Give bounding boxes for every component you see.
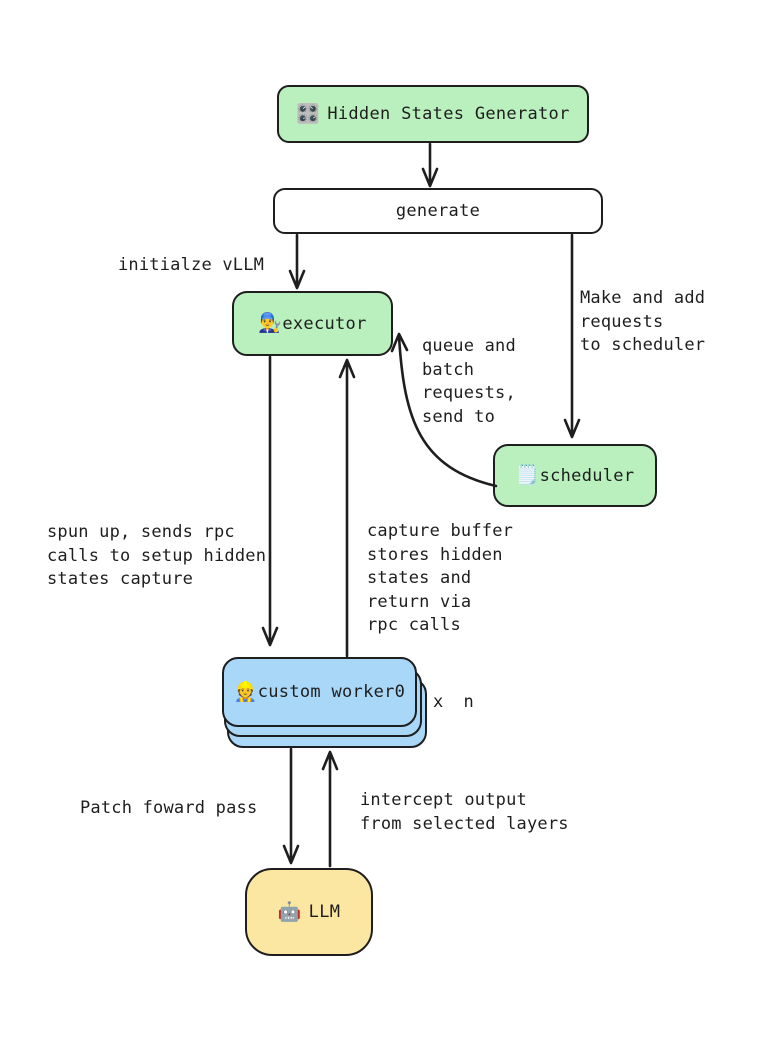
node-executor: 👨‍🔧 executor	[232, 291, 393, 356]
arrow-generate-to-scheduler	[563, 233, 581, 439]
annotation-worker-multiplier: x n	[433, 692, 479, 712]
annotation-spun-up-rpc: spun up, sends rpc calls to setup hidden…	[47, 522, 267, 589]
annotation-patch-forward-pass: Patch foward pass	[80, 798, 258, 818]
annotation-initialize-vllm: initialze vLLM	[118, 255, 265, 275]
node-label: Hidden States Generator	[327, 104, 570, 124]
arrow-llm-to-worker	[321, 750, 339, 868]
node-label: custom worker0	[257, 682, 406, 702]
arrow-scheduler-to-executor	[390, 332, 498, 488]
arrow-executor-to-worker	[261, 355, 279, 647]
node-scheduler: 🗒️ scheduler	[493, 444, 657, 507]
node-label: scheduler	[539, 465, 635, 486]
annotation-intercept-output: intercept output from selected layers	[360, 790, 569, 834]
control-knobs-icon: 🎛️	[296, 102, 321, 125]
annotation-make-and-add-requests: Make and add requests to scheduler	[580, 288, 706, 355]
node-hidden-states-generator: 🎛️ Hidden States Generator	[277, 85, 589, 143]
arrow-generator-to-generate	[421, 142, 439, 188]
node-llm: 🤖 LLM	[245, 868, 373, 956]
node-label: executor	[282, 313, 367, 334]
node-generate: generate	[273, 188, 603, 234]
annotation-capture-buffer: capture buffer stores hidden states and …	[367, 521, 514, 635]
node-custom-worker: 👷 custom worker0	[222, 657, 417, 727]
spiral-notepad-icon: 🗒️	[515, 464, 540, 486]
mechanic-icon: 👨‍🔧	[258, 312, 283, 334]
robot-icon: 🤖	[277, 900, 302, 923]
node-label: generate	[395, 201, 481, 221]
annotation-queue-and-batch: queue and batch requests, send to	[422, 336, 516, 427]
arrow-worker-to-llm	[282, 747, 300, 865]
arrow-worker-to-executor	[338, 358, 356, 658]
construction-worker-icon: 👷	[233, 680, 258, 703]
node-label: LLM	[308, 902, 341, 922]
arrow-generate-to-executor	[288, 233, 306, 290]
